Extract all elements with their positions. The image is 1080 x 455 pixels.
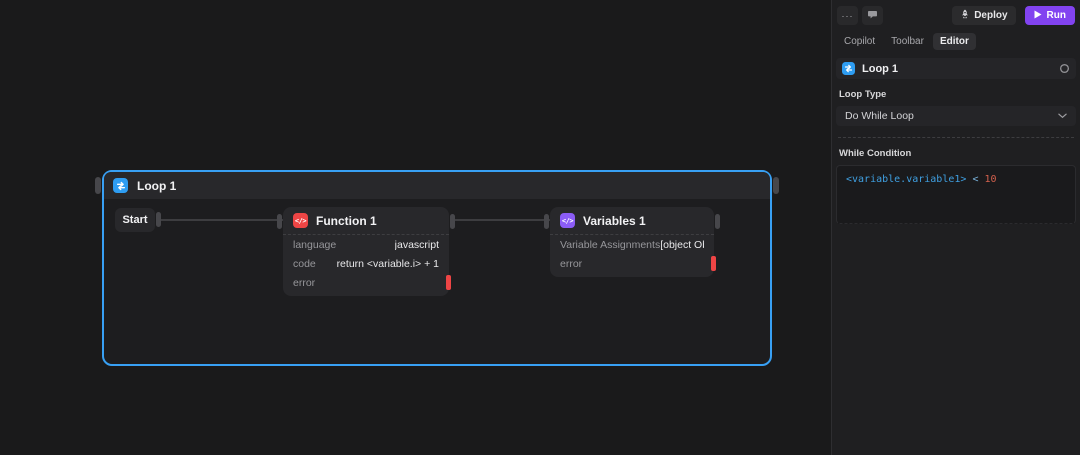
- function-input-port[interactable]: [277, 214, 282, 229]
- run-button-label: Run: [1046, 10, 1066, 21]
- loop-type-select[interactable]: Do While Loop: [836, 106, 1076, 126]
- function-error-port[interactable]: [446, 275, 451, 290]
- edge-function-to-variables[interactable]: [454, 219, 550, 221]
- variables-input-port[interactable]: [544, 214, 549, 229]
- variables-error-port[interactable]: [711, 256, 716, 271]
- function-row-language: language javascript: [293, 238, 439, 251]
- chat-icon: [867, 9, 878, 22]
- tab-copilot[interactable]: Copilot: [837, 33, 882, 50]
- run-button[interactable]: Run: [1024, 6, 1075, 25]
- loop-type-value: Do While Loop: [845, 110, 914, 122]
- loop-group-title: Loop 1: [137, 178, 177, 193]
- tab-editor[interactable]: Editor: [932, 33, 976, 50]
- panel-topbar: ··· Deploy Run: [837, 6, 1075, 25]
- variables-node-title: Variables 1: [583, 213, 646, 228]
- variables-icon: </>: [560, 213, 575, 228]
- more-options-button[interactable]: ···: [837, 6, 858, 25]
- edge-start-to-function[interactable]: [156, 219, 283, 221]
- inspector-panel: ··· Deploy Run: [831, 0, 1080, 455]
- variables-row-assignments: Variable Assignments [object Obje…: [560, 238, 704, 251]
- condition-variable-token: <variable.variable1>: [846, 174, 967, 185]
- loop-group-header[interactable]: Loop 1: [104, 172, 770, 199]
- play-icon: [1034, 10, 1042, 22]
- ellipsis-icon: ···: [841, 10, 854, 21]
- while-condition-label: While Condition: [839, 148, 912, 159]
- condition-operator-token: <: [972, 174, 979, 185]
- function-node-title: Function 1: [316, 213, 377, 228]
- deploy-button[interactable]: Deploy: [952, 6, 1016, 25]
- chevron-down-icon: [1058, 110, 1067, 122]
- flow-canvas[interactable]: Loop 1 Start </> Function 1 language jav…: [0, 0, 831, 455]
- selected-node-title: Loop 1: [862, 62, 899, 75]
- chat-button[interactable]: [862, 6, 883, 25]
- node-status-icon[interactable]: [1059, 63, 1070, 74]
- loop-type-label: Loop Type: [839, 89, 887, 100]
- section-divider: [838, 137, 1074, 138]
- while-condition-editor[interactable]: <variable.variable1> < 10: [836, 165, 1076, 224]
- loop-group-node[interactable]: Loop 1 Start </> Function 1 language jav…: [95, 170, 779, 366]
- deploy-button-label: Deploy: [974, 10, 1008, 21]
- loop-icon: [842, 62, 855, 75]
- loop-output-port[interactable]: [773, 177, 779, 194]
- function-node[interactable]: </> Function 1 language javascript code …: [277, 207, 455, 296]
- loop-icon: [113, 178, 128, 193]
- start-output-port[interactable]: [156, 212, 161, 227]
- variables-row-error: error: [550, 254, 716, 273]
- selected-node-row[interactable]: Loop 1: [836, 58, 1076, 79]
- variables-output-port[interactable]: [715, 214, 720, 229]
- variables-node-header: </> Variables 1: [550, 207, 714, 235]
- rocket-icon: [960, 9, 970, 22]
- function-row-code: code return <variable.i> + 1: [293, 257, 439, 270]
- function-output-port[interactable]: [450, 214, 455, 229]
- code-icon: </>: [293, 213, 308, 228]
- start-node-label: Start: [122, 214, 148, 226]
- loop-input-port[interactable]: [95, 177, 101, 194]
- variables-node[interactable]: </> Variables 1 Variable Assignments [ob…: [544, 207, 720, 277]
- start-node[interactable]: Start: [115, 208, 161, 232]
- tab-toolbar[interactable]: Toolbar: [884, 33, 931, 50]
- panel-tabs: Copilot Toolbar Editor: [837, 33, 1075, 50]
- function-row-error: error: [283, 273, 451, 292]
- condition-value-token: 10: [984, 174, 997, 185]
- function-node-header: </> Function 1: [283, 207, 449, 235]
